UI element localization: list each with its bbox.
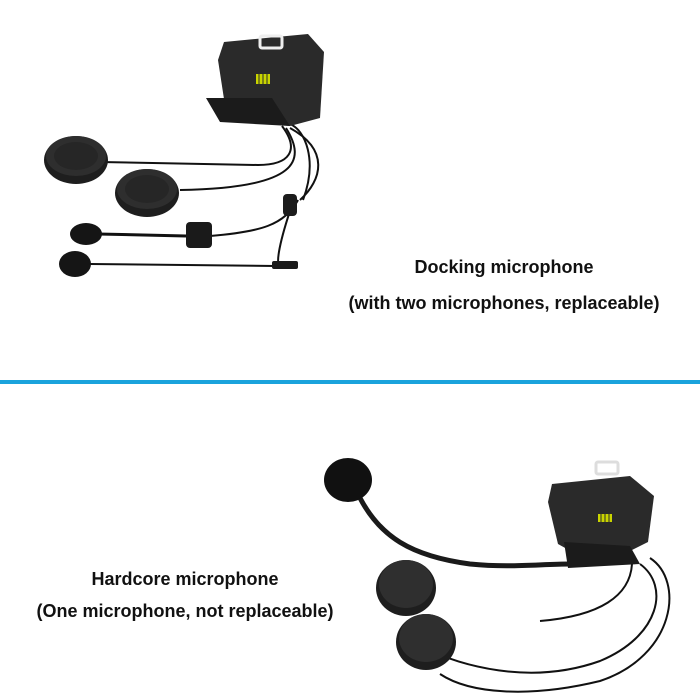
- boom-arm: [357, 496, 571, 569]
- speaker-upper: [376, 560, 436, 616]
- hardcore-microphone-caption: Hardcore microphone (One microphone, not…: [0, 570, 370, 620]
- foam-windscreen: [324, 458, 372, 502]
- docking-microphone-kit-image: [44, 34, 324, 277]
- boom-microphone: [70, 222, 212, 248]
- speaker-lower: [396, 614, 456, 670]
- hardcore-microphone-title: Hardcore microphone: [91, 569, 279, 589]
- hardcore-microphone-section: Hardcore microphone (One microphone, not…: [0, 386, 700, 700]
- hardcore-microphone-kit-image: [324, 458, 671, 693]
- docking-base: [206, 34, 324, 126]
- section-divider: [0, 380, 700, 384]
- docking-microphone-title: Docking microphone: [414, 257, 594, 277]
- docking-microphone-caption: Docking microphone (with two microphones…: [318, 258, 690, 312]
- hardcore-microphone-subtitle: (One microphone, not replaceable): [36, 601, 334, 621]
- docking-microphone-subtitle: (with two microphones, replaceable): [348, 293, 660, 313]
- cable-splitter: [283, 194, 297, 216]
- speaker-left: [44, 136, 108, 184]
- docking-microphone-section: Docking microphone (with two microphones…: [44, 34, 690, 312]
- wired-microphone: [59, 251, 298, 277]
- speaker-right: [115, 169, 179, 217]
- hardcore-base: [548, 460, 654, 568]
